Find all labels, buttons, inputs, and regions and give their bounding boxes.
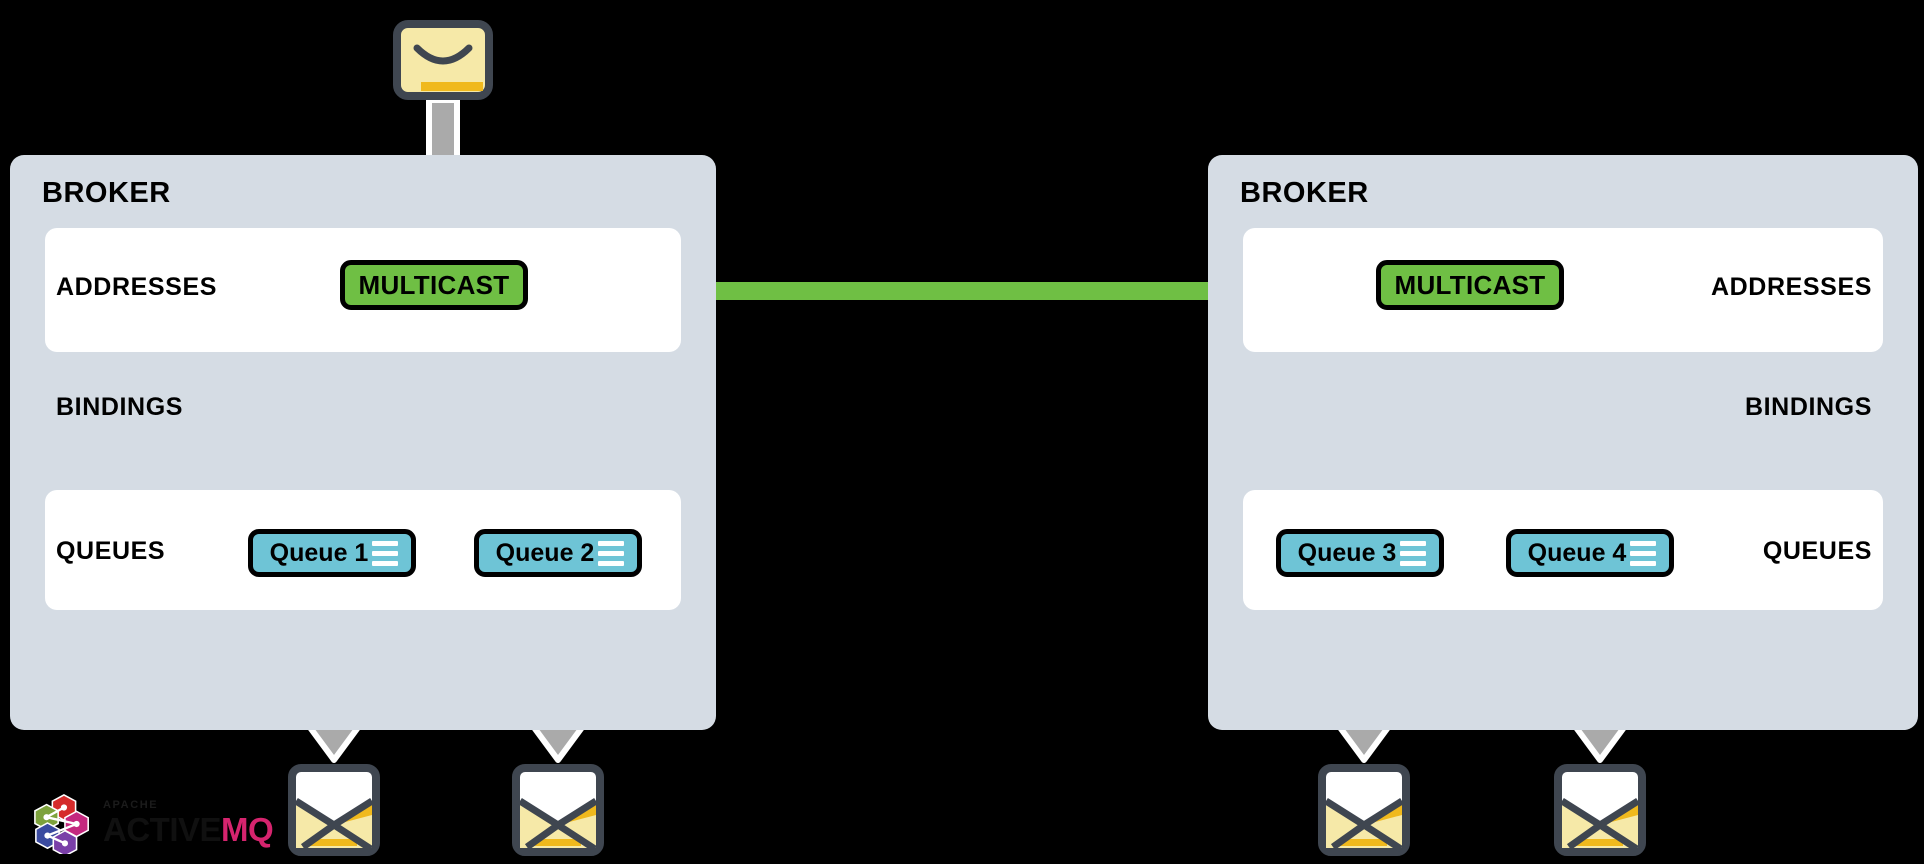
queue-label: Queue 1: [269, 538, 369, 567]
open-envelope-icon: [288, 764, 380, 856]
multicast-address-node-left[interactable]: MULTICAST: [340, 260, 528, 310]
open-envelope-icon: [1554, 764, 1646, 856]
broker-panel-left: BROKER ADDRESSES BINDINGS QUEUES: [10, 155, 716, 854]
queue-label: Queue 2: [495, 538, 595, 567]
bindings-label: BINDINGS: [1744, 393, 1872, 421]
broker-title: BROKER: [42, 177, 171, 209]
consumer-message-envelope: [287, 763, 381, 862]
queue-label: Queue 3: [1297, 538, 1397, 567]
logo-apache-text: APACHE: [103, 799, 159, 811]
multicast-address-node-right[interactable]: MULTICAST: [1376, 260, 1564, 310]
queue-node-queue-2[interactable]: Queue 2: [474, 529, 642, 577]
queues-label: QUEUES: [1762, 537, 1872, 565]
list-icon: [1400, 540, 1427, 566]
consumer-message-envelope: [1317, 763, 1411, 862]
queue-node-queue-4[interactable]: Queue 4: [1506, 529, 1674, 577]
consumer-message-envelope: [511, 763, 605, 862]
queue-label: Queue 4: [1527, 538, 1627, 567]
queues-label: QUEUES: [56, 537, 166, 565]
queue-node-queue-3[interactable]: Queue 3: [1276, 529, 1444, 577]
open-envelope-icon: [512, 764, 604, 856]
addresses-label: ADDRESSES: [56, 273, 217, 301]
closed-envelope-icon: [393, 20, 493, 100]
multicast-label: MULTICAST: [358, 269, 510, 300]
addresses-label: ADDRESSES: [1711, 273, 1872, 301]
activemq-hexagon-logo-icon: [34, 794, 89, 854]
list-icon: [598, 540, 625, 566]
producer-message-envelope: [393, 20, 493, 105]
broker-title: BROKER: [1240, 177, 1369, 209]
list-icon: [372, 540, 399, 566]
open-envelope-icon: [1318, 764, 1410, 856]
consumer-message-envelope: [1553, 763, 1647, 862]
multicast-label: MULTICAST: [1394, 269, 1546, 300]
activemq-logo: APACHE ACTIVEMQ: [32, 792, 274, 854]
broker-panel-right: BROKER ADDRESSES BINDINGS QUEUES: [1208, 155, 1918, 730]
logo-active-text: ACTIVE: [103, 811, 222, 848]
list-icon: [1630, 540, 1657, 566]
queue-node-queue-1[interactable]: Queue 1: [248, 529, 416, 577]
logo-mq-text: MQ: [221, 811, 274, 848]
bindings-label: BINDINGS: [56, 393, 184, 421]
